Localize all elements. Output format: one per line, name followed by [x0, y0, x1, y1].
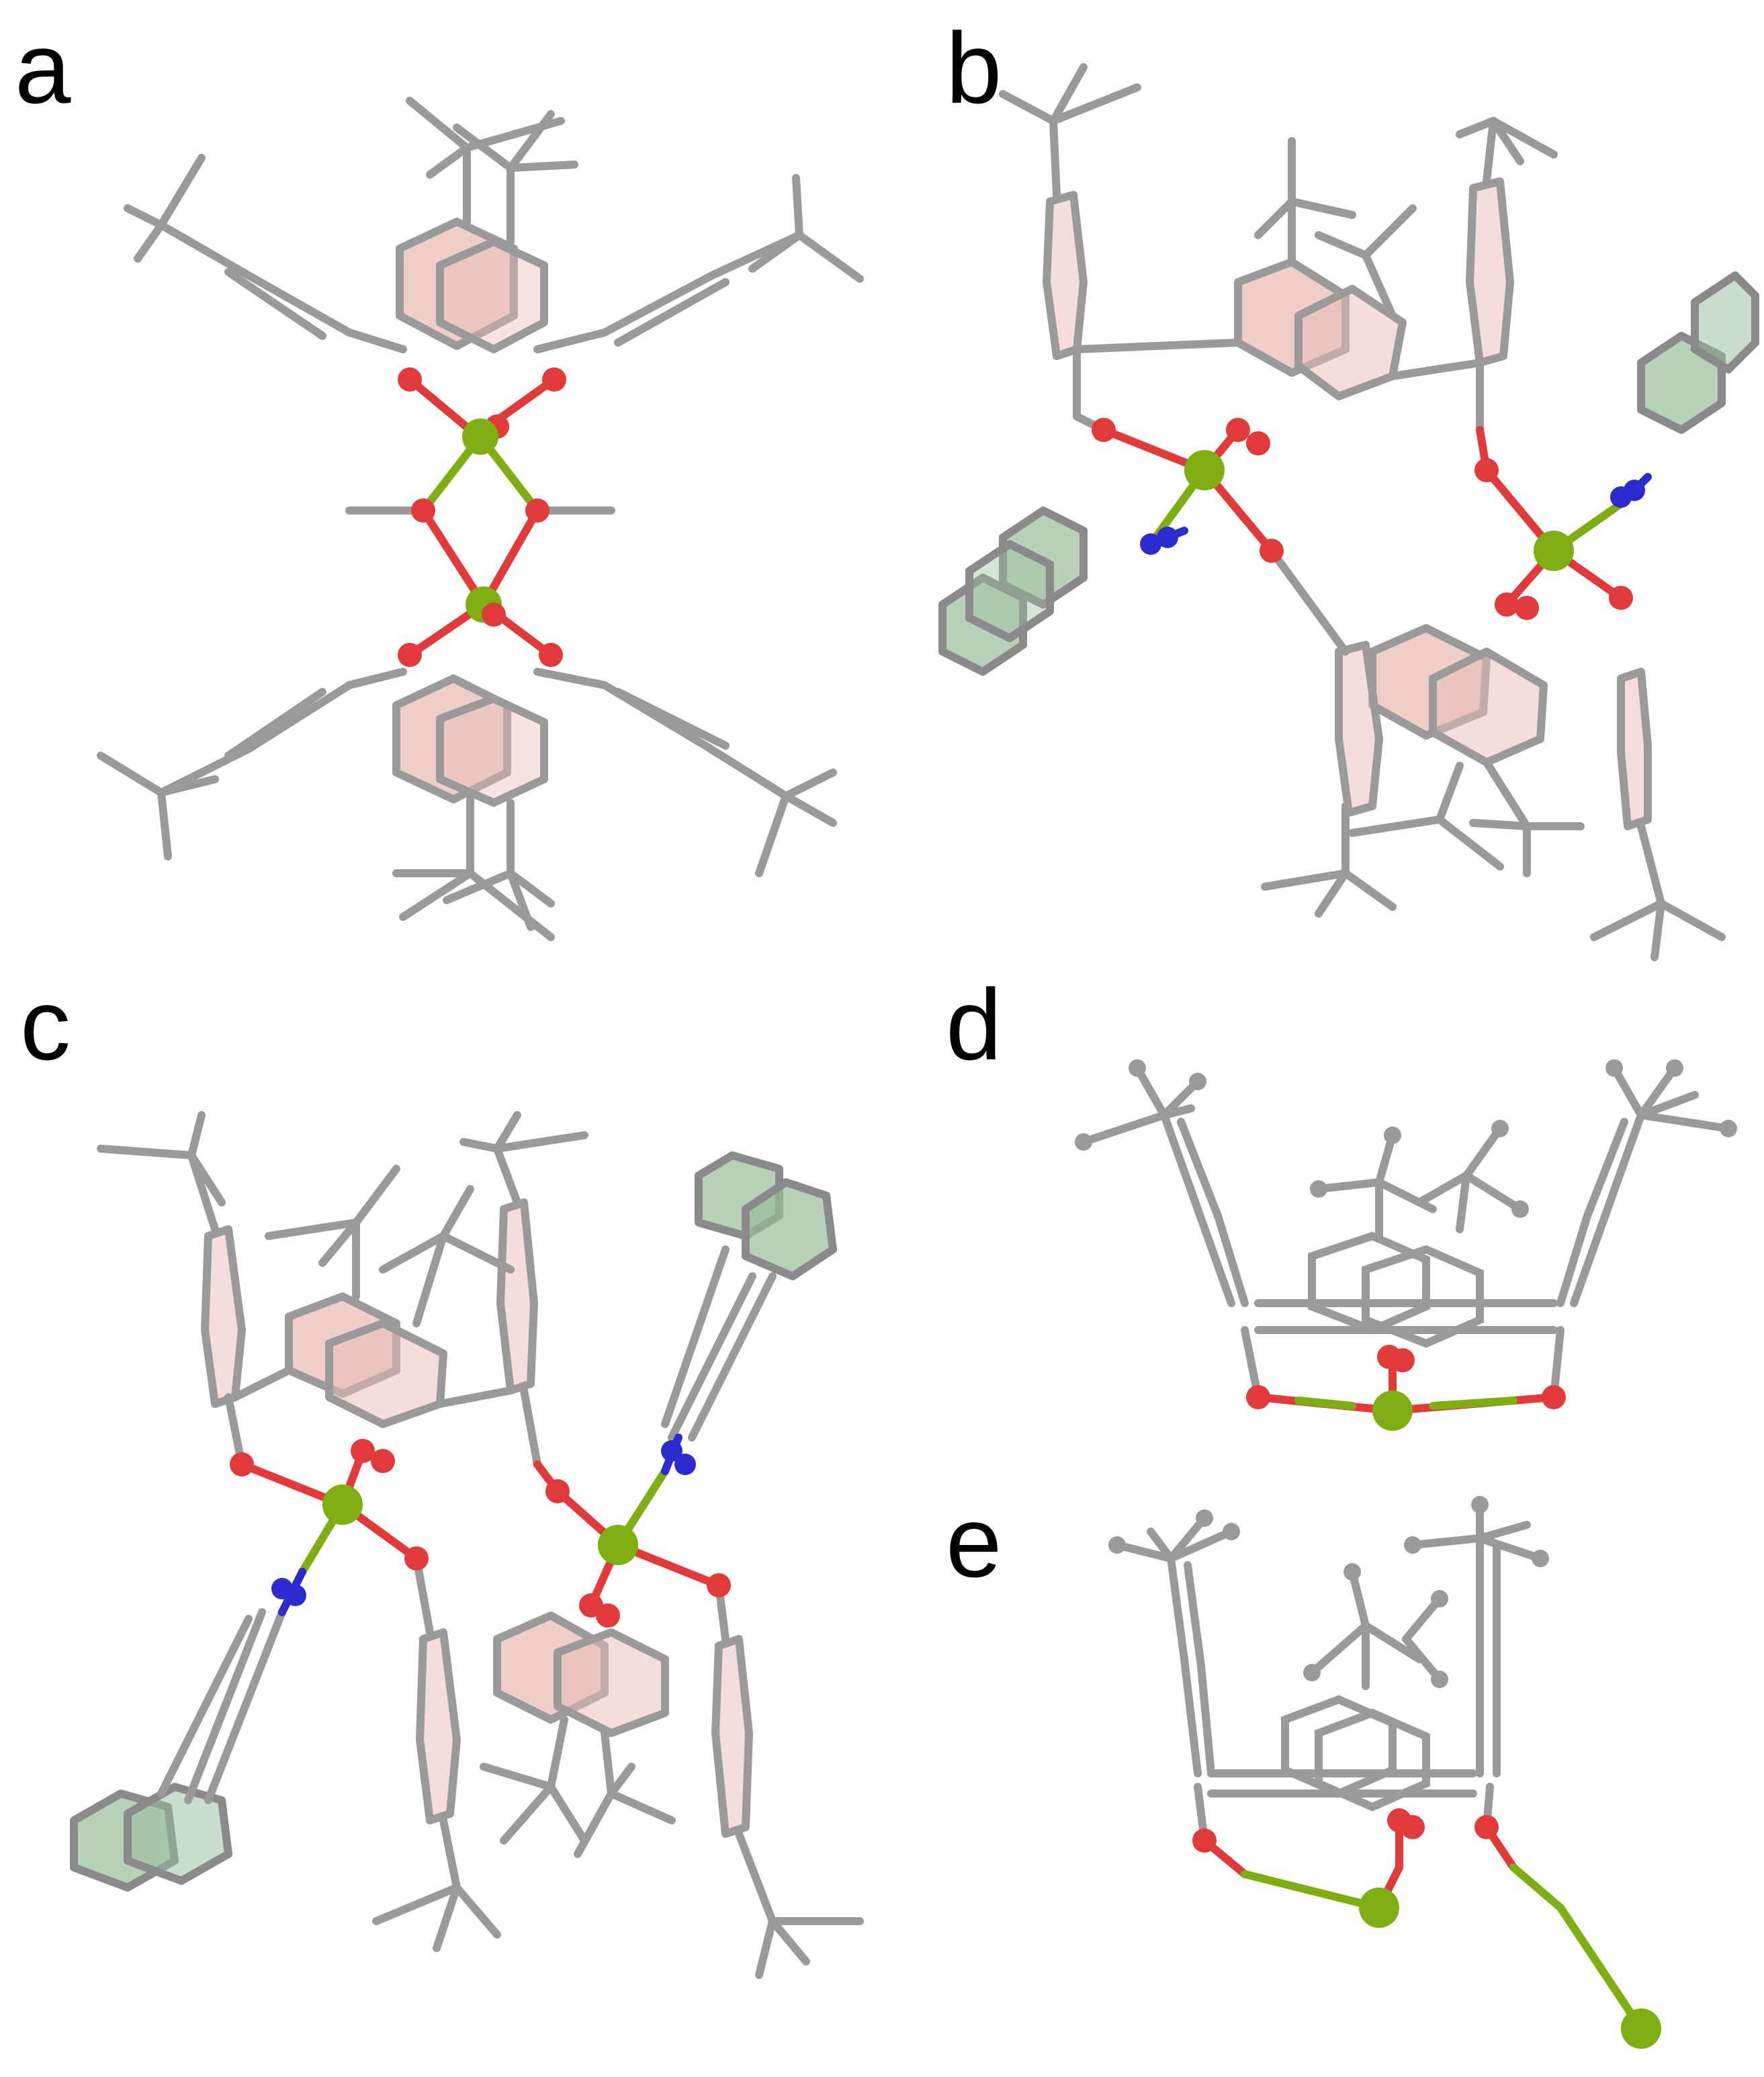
- tert-butyl-group: [372, 1716, 864, 1979]
- panel-label-e: e: [946, 1485, 1002, 1598]
- aryl-ring: [396, 218, 518, 350]
- phenanthroline-ring: [965, 540, 1054, 642]
- phenanthroline-ring: [1637, 332, 1726, 434]
- tert-butyl-group: [406, 97, 578, 246]
- calixarene-arm: [533, 174, 864, 353]
- aryl-ring: [416, 1628, 461, 1824]
- phenanthroline-ring: [742, 1178, 837, 1280]
- atoms: [398, 367, 566, 667]
- aryl-ring: [496, 1198, 538, 1395]
- atoms: [1108, 1496, 1661, 2049]
- tert-butyl-group: [1261, 758, 1726, 961]
- phenanthroline-ring: [1691, 271, 1759, 373]
- aryl-ring: [436, 238, 548, 353]
- panel-label-b: b: [946, 11, 1002, 124]
- aryl-ring: [1315, 1708, 1430, 1812]
- tert-butyl-group: [392, 795, 555, 941]
- aryl-ring: [1362, 1245, 1484, 1348]
- panel-c: c: [0, 954, 882, 2077]
- molecular-structure-a: [97, 97, 864, 941]
- calixarene-cone: [1113, 1501, 1544, 1798]
- aryl-ring: [1617, 668, 1652, 830]
- atoms: [1092, 418, 1645, 620]
- phenanthroline-backbone: [661, 1245, 777, 1442]
- panel-label-d: d: [946, 968, 1002, 1081]
- aryl-ring: [1335, 641, 1383, 817]
- tert-butyl-group: [97, 1111, 588, 1327]
- molecular-structure-c: [70, 1111, 864, 1979]
- calixarene-cone: [1079, 1064, 1732, 1334]
- molecular-structure-b: [938, 63, 1759, 961]
- aryl-ring: [1466, 177, 1514, 367]
- panel-d: d: [882, 954, 1764, 1491]
- aryl-ring: [1281, 1695, 1397, 1798]
- aryl-ring: [436, 695, 548, 807]
- phenanthroline-backbone: [157, 1608, 286, 1804]
- calixarene-arm: [97, 668, 407, 860]
- aryl-ring: [1043, 191, 1088, 360]
- panel-label-a: a: [15, 11, 71, 124]
- phenanthroline-ring: [124, 1783, 232, 1885]
- aryl-ring: [711, 1635, 753, 1838]
- aryl-ring: [392, 674, 511, 803]
- aryl-ring: [201, 1225, 246, 1408]
- core-bonds: [1241, 1326, 1564, 1415]
- molecular-structure-d: [1075, 1059, 1737, 1431]
- aryl-ring: [1429, 648, 1548, 766]
- calixarene-arm: [533, 668, 837, 877]
- aryl-ring: [1308, 1231, 1430, 1335]
- aryl-ring: [325, 1319, 447, 1428]
- aryl-ring: [554, 1628, 669, 1737]
- calixarene-arm: [124, 154, 407, 353]
- panel-e: e: [882, 1491, 1764, 2077]
- tert-butyl-group: [999, 63, 1558, 320]
- atoms: [1075, 1059, 1737, 1431]
- core-bonds: [238, 1433, 730, 1643]
- molecular-structure-e: [1108, 1496, 1661, 2049]
- calixarene-linker: [1073, 339, 1484, 434]
- panel-a: a: [0, 0, 882, 954]
- panel-label-c: c: [20, 968, 71, 1081]
- atoms: [230, 1439, 731, 1628]
- panel-b: b: [882, 0, 1764, 961]
